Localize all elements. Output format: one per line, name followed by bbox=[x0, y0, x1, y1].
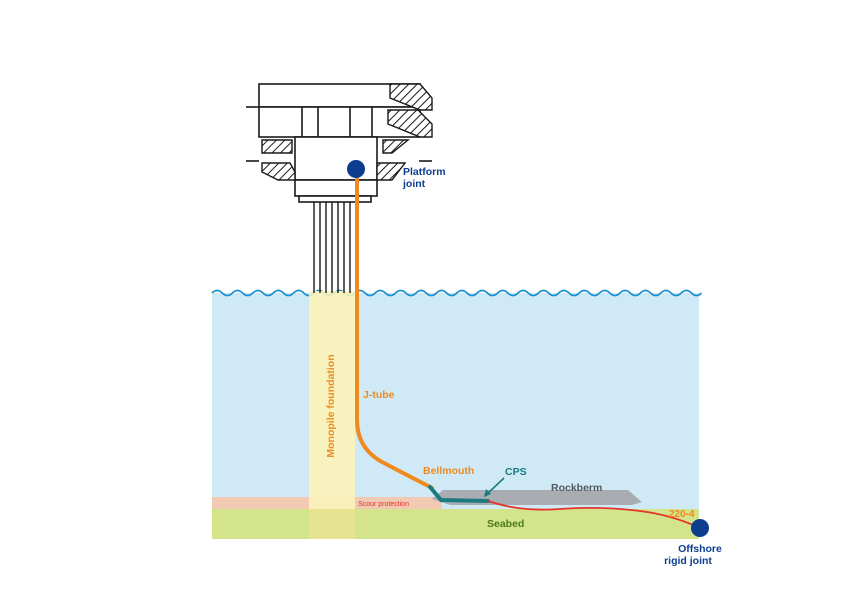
rockberm bbox=[432, 490, 642, 505]
platform-braces bbox=[261, 83, 433, 181]
offshore-joint-label-line1: Offshore bbox=[678, 543, 722, 555]
cps-segment bbox=[428, 485, 490, 503]
offshore-rigid-joint-marker bbox=[691, 519, 709, 537]
j-tube-label: J-tube bbox=[363, 389, 395, 401]
seabed bbox=[212, 509, 699, 539]
j-tube bbox=[355, 170, 434, 490]
rockberm-label: Rockberm bbox=[551, 482, 602, 494]
offshore-joint-label-line2: rigid joint bbox=[664, 555, 712, 567]
cps-label: CPS bbox=[505, 466, 527, 478]
monopile-in-seabed bbox=[309, 509, 355, 539]
monopile-foundation-label: Monopile foundation bbox=[325, 354, 337, 457]
sea-surface-wave bbox=[211, 289, 703, 297]
monopile-piles bbox=[313, 202, 351, 293]
cps-pointer-arrowhead bbox=[484, 489, 491, 497]
scour-protection-label: Scour protection bbox=[358, 501, 409, 508]
seabed-label: Seabed bbox=[487, 518, 524, 530]
platform-joint-label-line2: joint bbox=[402, 178, 426, 190]
monopile-foundation bbox=[309, 291, 355, 539]
export-cable bbox=[487, 500, 701, 529]
platform-joint-label-line1: Platform bbox=[403, 166, 446, 178]
platform-joint-marker bbox=[347, 160, 365, 178]
bellmouth-label: Bellmouth bbox=[423, 465, 474, 477]
cable-id-label: 220-4 bbox=[669, 509, 695, 520]
